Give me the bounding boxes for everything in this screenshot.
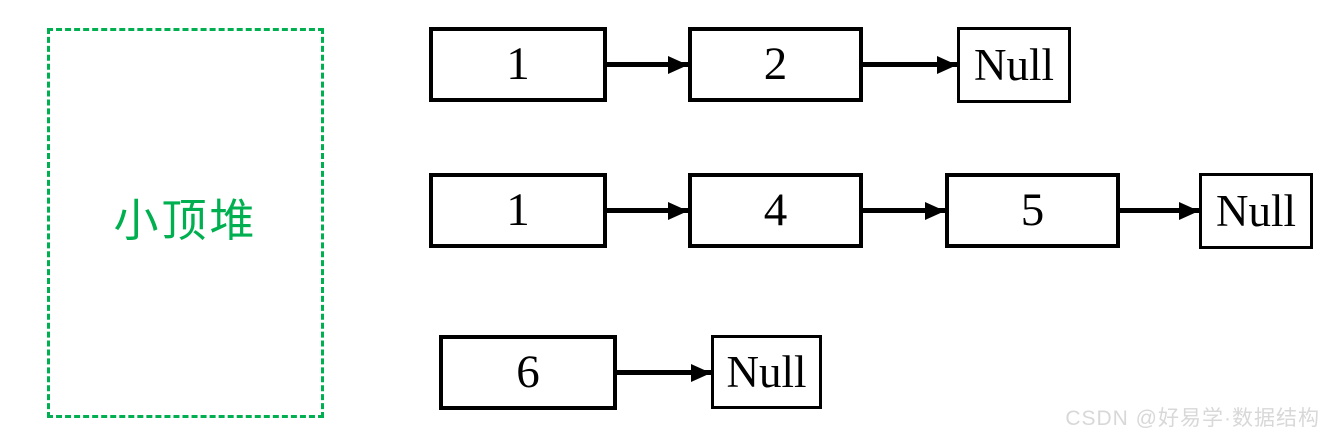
list1-node-value-1: 1 (429, 27, 607, 102)
list2-arrow-1-icon (607, 208, 688, 213)
min-heap-label: 小顶堆 (113, 194, 258, 246)
list1-arrow-2-icon (863, 62, 957, 67)
list2-arrow-2-icon (863, 208, 945, 213)
list3-null-terminator: Null (711, 335, 822, 409)
list1-node-value-2: 2 (688, 27, 863, 102)
list2-arrow-3-icon (1120, 208, 1199, 213)
list3-arrow-1-icon (617, 370, 711, 375)
list1-null-terminator: Null (957, 27, 1071, 103)
list2-node-value-1: 1 (429, 173, 607, 248)
list2-node-value-5: 5 (945, 173, 1120, 248)
list2-null-terminator: Null (1199, 173, 1313, 249)
min-heap-dashed-box: 小顶堆 (47, 28, 324, 418)
list1-arrow-1-icon (607, 62, 688, 67)
watermark: CSDN @好易学·数据结构 (1065, 407, 1320, 430)
list2-node-value-4: 4 (688, 173, 863, 248)
list3-node-value-6: 6 (439, 335, 617, 410)
